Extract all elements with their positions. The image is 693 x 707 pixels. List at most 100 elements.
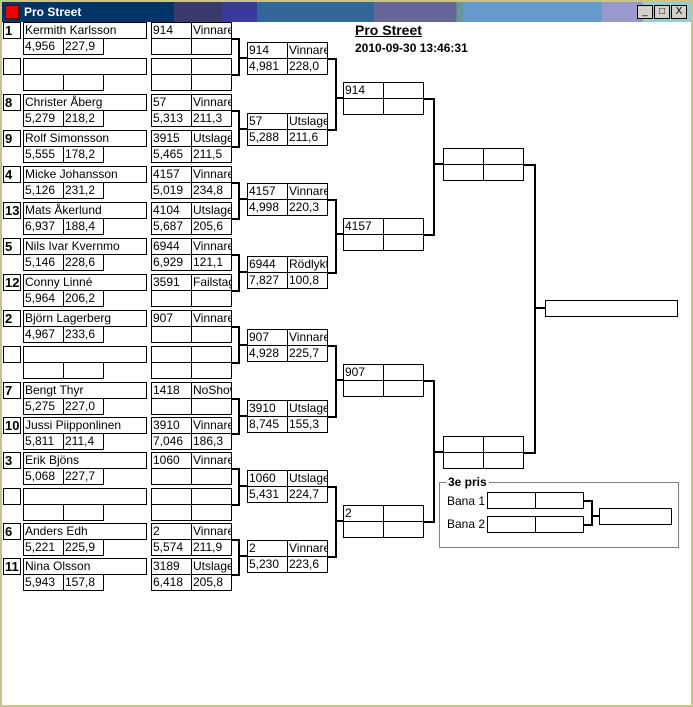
driver-name-field[interactable]: Nils Ivar Kvernmo [23,238,147,255]
status-field[interactable]: Vinnare [287,540,328,557]
speed-field[interactable]: 100,8 [287,272,328,289]
lane1-status-field[interactable] [535,492,584,509]
speed-field[interactable] [383,98,424,115]
time-field[interactable]: 5,465 [151,146,192,163]
speed-field[interactable]: 234,8 [191,182,232,199]
speed-field[interactable] [63,362,104,379]
speed-field[interactable]: 211,3 [191,110,232,127]
speed-field[interactable]: 231,2 [63,182,104,199]
speed-field[interactable]: 211,9 [191,539,232,556]
speed-field[interactable] [191,398,232,415]
speed-field[interactable]: 157,8 [63,574,104,591]
time-field[interactable]: 5,431 [247,486,288,503]
time-field[interactable]: 7,827 [247,272,288,289]
status-field[interactable]: NoShow [191,382,232,399]
status-field[interactable]: Vinnare [191,452,232,469]
speed-field[interactable] [63,504,104,521]
speed-field[interactable]: 188,4 [63,218,104,235]
speed-field[interactable]: 227,7 [63,468,104,485]
time-field[interactable]: 6,418 [151,574,192,591]
speed-field[interactable] [191,290,232,307]
speed-field[interactable]: 227,9 [63,38,104,55]
speed-field[interactable]: 121,1 [191,254,232,271]
driver-name-field[interactable]: Björn Lagerberg [23,310,147,327]
maximize-button[interactable]: □ [654,5,670,19]
reaction-time-field[interactable]: 5,555 [23,146,64,163]
final-winner-field[interactable] [545,300,678,317]
speed-field[interactable] [191,74,232,91]
status-field[interactable]: Vinnare [191,166,232,183]
status-field[interactable]: Rödlykta [287,256,328,273]
seed-field[interactable]: 4 [3,166,21,183]
reaction-time-field[interactable]: 5,221 [23,539,64,556]
speed-field[interactable] [191,468,232,485]
status-field[interactable]: Utslagen [191,130,232,147]
speed-field[interactable]: 228,0 [287,58,328,75]
driver-name-field[interactable]: Conny Linné [23,274,147,291]
status-field[interactable]: Utslagen [287,400,328,417]
speed-field[interactable]: 211,5 [191,146,232,163]
status-field[interactable]: Vinnare [287,183,328,200]
time-field[interactable]: 4,981 [247,58,288,75]
status-field[interactable]: Failstage [191,274,232,291]
seed-field[interactable]: 2 [3,310,21,327]
time-field[interactable]: 4,998 [247,199,288,216]
seed-field[interactable] [3,346,21,363]
speed-field[interactable] [191,326,232,343]
time-field[interactable]: 4,928 [247,345,288,362]
reaction-time-field[interactable]: 5,275 [23,398,64,415]
driver-name-field[interactable]: Erik Bjöns [23,452,147,469]
title-bar[interactable]: Pro Street [2,2,691,22]
start-number-field[interactable]: 907 [151,310,192,327]
reaction-time-field[interactable]: 6,937 [23,218,64,235]
seed-field[interactable] [3,58,21,75]
start-number-field[interactable]: 6944 [151,238,192,255]
seed-field[interactable]: 13 [3,202,21,219]
time-field[interactable]: 5,288 [247,129,288,146]
seed-field[interactable]: 1 [3,22,21,39]
speed-field[interactable]: 224,7 [287,486,328,503]
reaction-time-field[interactable]: 5,126 [23,182,64,199]
seed-field[interactable]: 3 [3,452,21,469]
seed-field[interactable] [3,488,21,505]
speed-field[interactable]: 178,2 [63,146,104,163]
reaction-time-field[interactable]: 4,967 [23,326,64,343]
speed-field[interactable]: 205,8 [191,574,232,591]
driver-name-field[interactable]: Bengt Thyr [23,382,147,399]
speed-field[interactable] [191,504,232,521]
reaction-time-field[interactable]: 5,146 [23,254,64,271]
seed-field[interactable]: 10 [3,417,21,434]
time-field[interactable]: 5,687 [151,218,192,235]
seed-field[interactable]: 5 [3,238,21,255]
speed-field[interactable]: 155,3 [287,416,328,433]
speed-field[interactable]: 233,6 [63,326,104,343]
speed-field[interactable] [483,164,524,181]
start-number-field[interactable]: 57 [247,113,288,130]
speed-field[interactable]: 227,0 [63,398,104,415]
lane2-status-field[interactable] [535,516,584,533]
start-number-field[interactable]: 914 [151,22,192,39]
third-place-winner-field[interactable] [599,508,672,525]
start-number-field[interactable]: 4157 [343,218,384,235]
seed-field[interactable]: 9 [3,130,21,147]
speed-field[interactable]: 218,2 [63,110,104,127]
close-button[interactable]: X [671,5,687,19]
start-number-field[interactable]: 1060 [151,452,192,469]
speed-field[interactable]: 186,3 [191,433,232,450]
reaction-time-field[interactable]: 5,279 [23,110,64,127]
seed-field[interactable]: 8 [3,94,21,111]
status-field[interactable]: Utslagen [191,558,232,575]
speed-field[interactable]: 220,3 [287,199,328,216]
status-field[interactable]: Vinnare [191,94,232,111]
start-number-field[interactable]: 1060 [247,470,288,487]
speed-field[interactable] [383,521,424,538]
speed-field[interactable]: 211,4 [63,433,104,450]
speed-field[interactable] [383,234,424,251]
status-field[interactable]: Vinnare [287,329,328,346]
reaction-time-field[interactable]: 5,068 [23,468,64,485]
start-number-field[interactable]: 3910 [247,400,288,417]
speed-field[interactable]: 223,6 [287,556,328,573]
time-field[interactable]: 7,046 [151,433,192,450]
speed-field[interactable] [191,38,232,55]
status-field[interactable]: Vinnare [191,523,232,540]
